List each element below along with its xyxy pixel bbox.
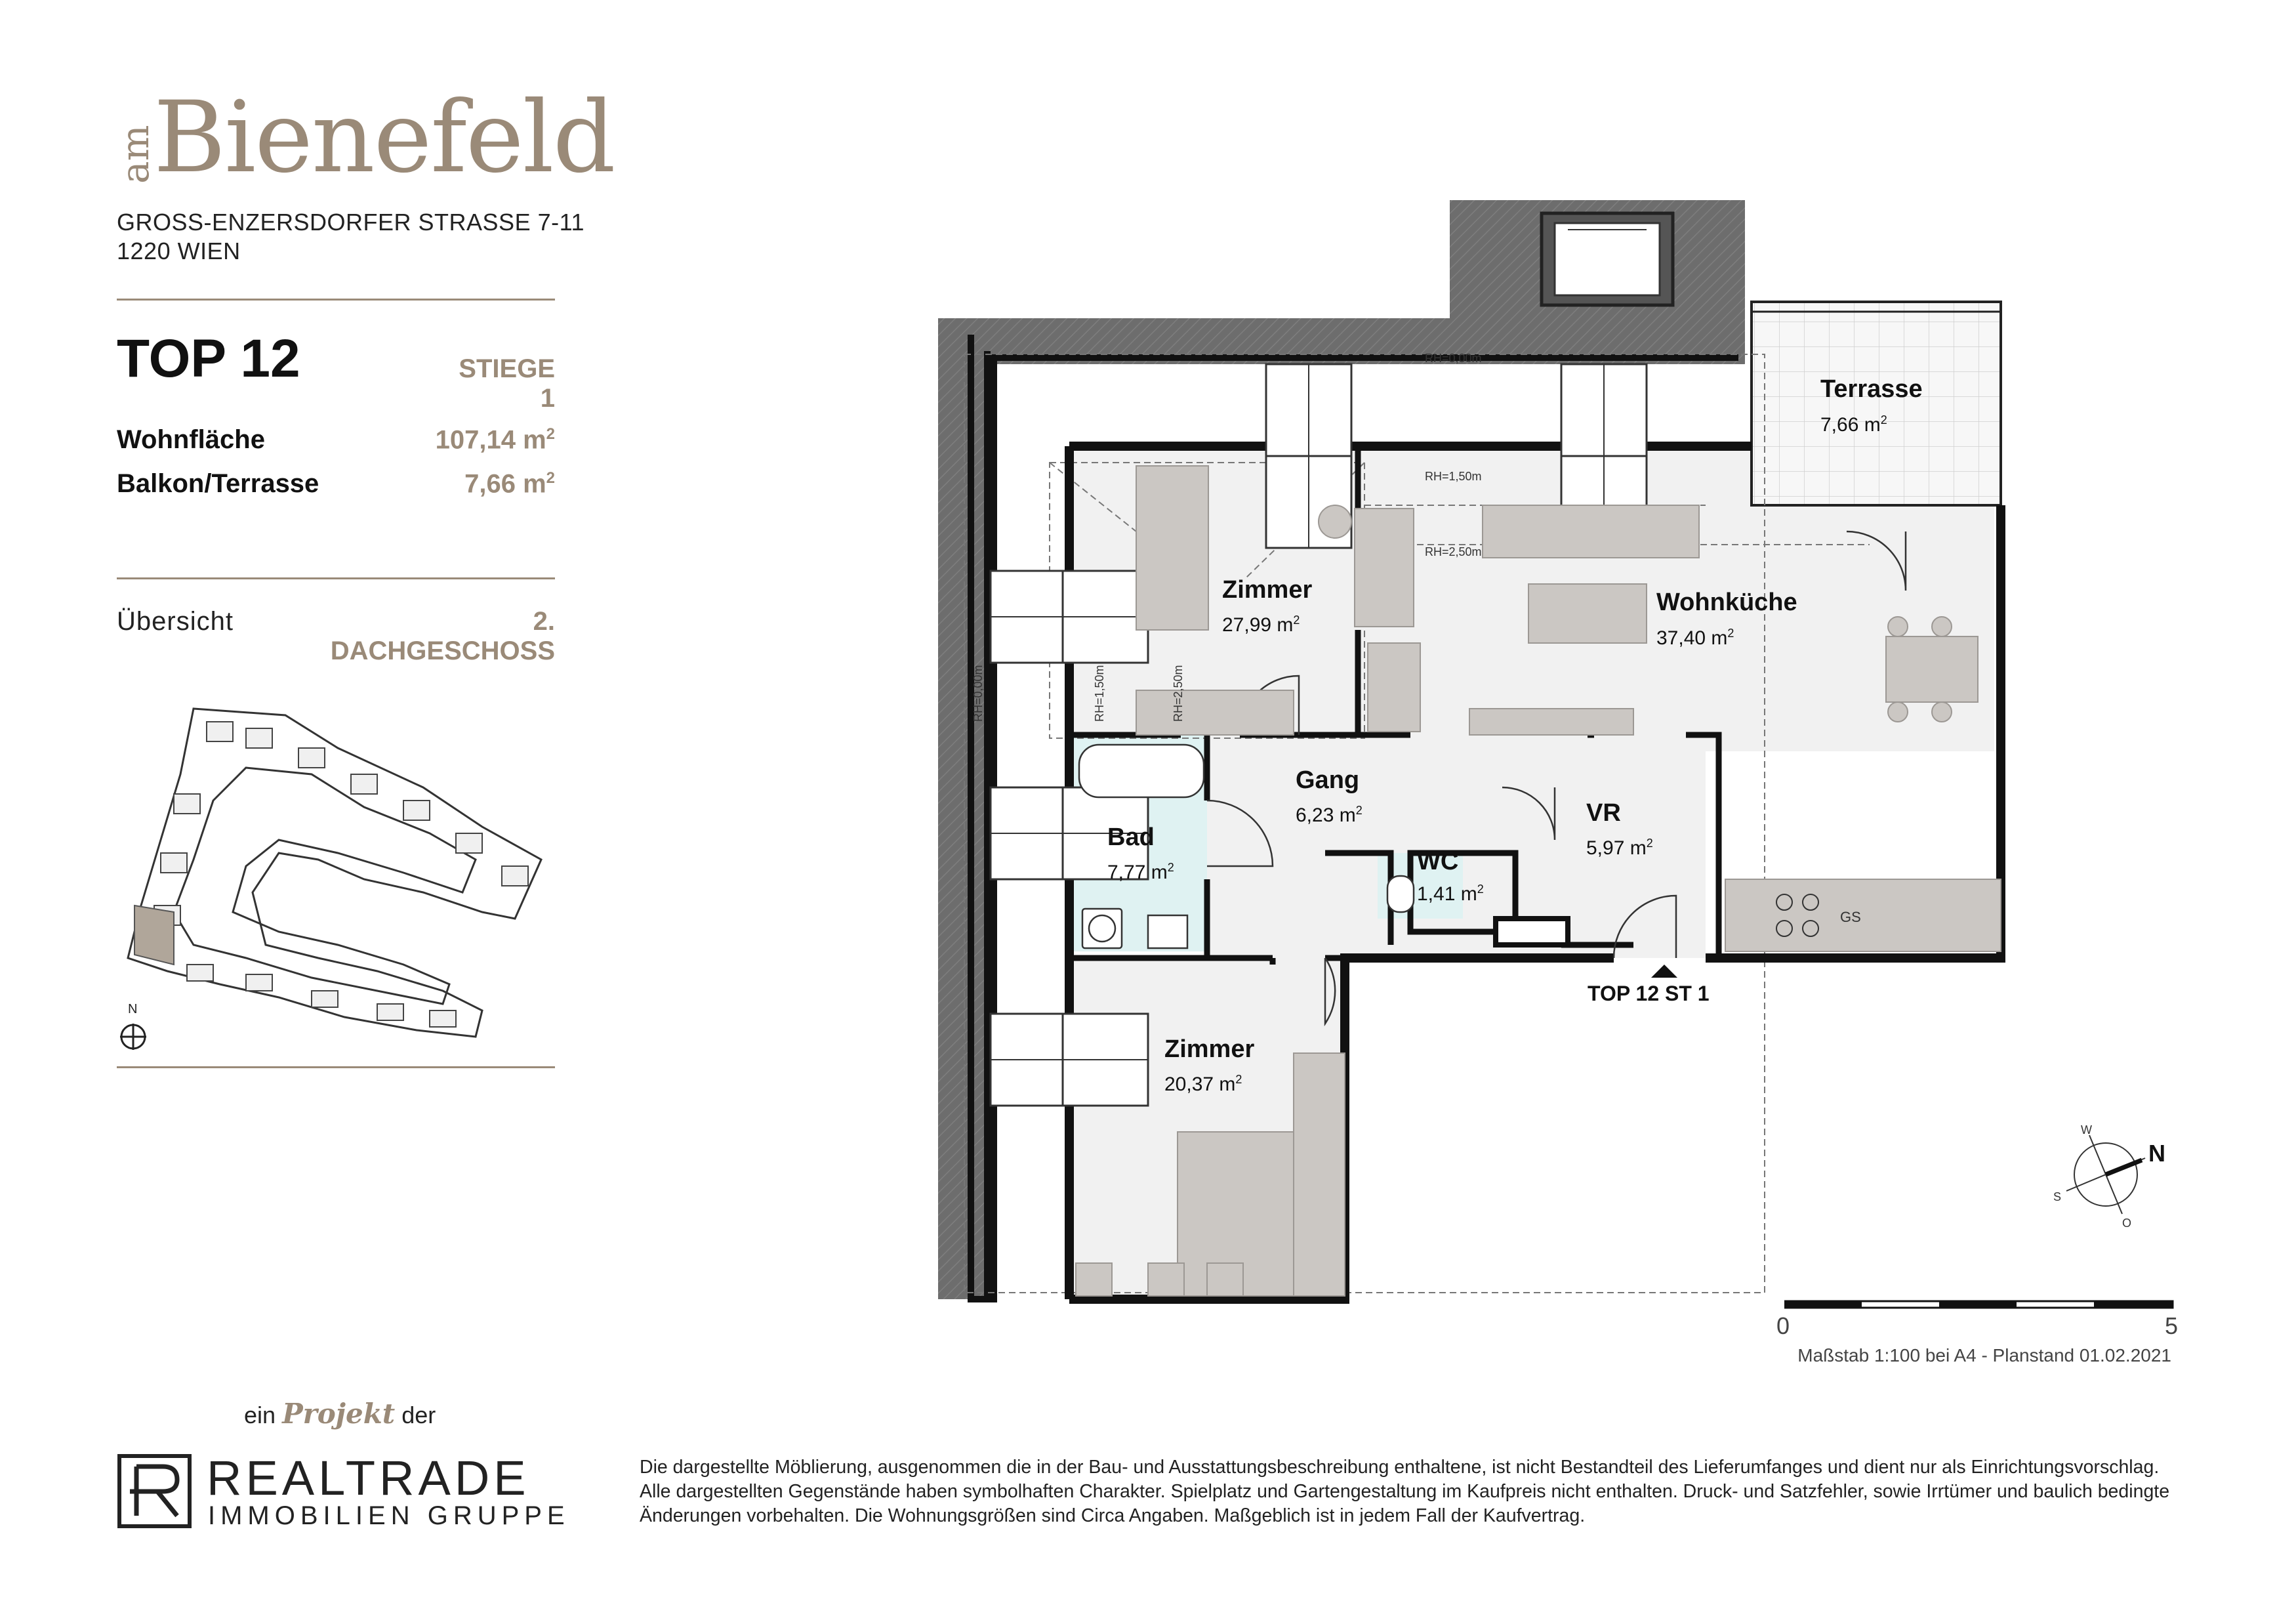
logo-name: Bienefeld <box>154 81 616 195</box>
height-label: RH=1,50m <box>1093 665 1106 722</box>
room-name-vr: VR <box>1586 799 1621 827</box>
stove-label: GS <box>1840 909 1861 925</box>
room-name-zimmer-1: Zimmer <box>1222 576 1313 604</box>
room-name-wc: WC <box>1417 848 1459 875</box>
height-label: RH=1,50m <box>1425 470 1482 483</box>
height-label: RH=0,00m <box>1425 352 1482 365</box>
divider <box>117 1066 555 1068</box>
address-line-1: GROSS-ENZERSDORFER STRASSE 7-11 <box>117 209 584 236</box>
room-area-vr: 5,97 m2 <box>1586 837 1653 859</box>
compass-west: W <box>2081 1123 2092 1136</box>
site-overview-map: N <box>120 707 543 1050</box>
room-name-zimmer-2: Zimmer <box>1164 1035 1255 1063</box>
scale-caption: Maßstab 1:100 bei A4 - Planstand 01.02.2… <box>1797 1345 2171 1365</box>
height-label: RH=2,50m <box>1172 665 1185 722</box>
outdoor-area-label: Balkon/Terrasse <box>117 469 319 498</box>
logo-prefix: am <box>113 125 157 184</box>
scale-bar <box>1784 1300 2174 1309</box>
company-logo-icon <box>117 1454 192 1528</box>
north-label: N <box>128 1002 137 1016</box>
company-subtitle: IMMOBILIEN GRUPPE <box>208 1501 570 1530</box>
company-name: REALTRADE <box>207 1451 530 1505</box>
divider <box>117 577 555 579</box>
floor-label: 2. DACHGESCHOSS <box>330 607 555 665</box>
room-area-gang: 6,23 m2 <box>1296 804 1363 826</box>
unit-title: TOP 12 <box>117 329 300 388</box>
living-area-label: Wohnfläche <box>117 425 265 454</box>
disclaimer-text: Die dargestellte Möblierung, ausgenommen… <box>640 1457 2170 1526</box>
room-area-wohnkueche: 37,40 m2 <box>1656 627 1734 649</box>
address-line-2: 1220 WIEN <box>117 238 241 264</box>
floor-plan: GS TOP 12 ST 1 RH=0,00m RH=1,50m RH=2,50… <box>938 200 2034 1304</box>
compass-south: S <box>2053 1190 2061 1203</box>
room-area-terrasse: 7,66 m2 <box>1820 413 1887 436</box>
compass-north: N <box>2148 1140 2165 1167</box>
height-label: RH=2,50m <box>1425 545 1482 558</box>
compass-icon: N W S O <box>2053 1123 2165 1230</box>
room-area-zimmer-2: 20,37 m2 <box>1164 1073 1242 1095</box>
entrance-arrow <box>1651 965 1677 978</box>
room-area-bad: 7,77 m2 <box>1107 861 1174 883</box>
outdoor-area-value: 7,66 m2 <box>464 469 555 499</box>
compass-east: O <box>2122 1217 2131 1230</box>
scale-end: 5 <box>2165 1312 2179 1339</box>
room-area-zimmer-1: 27,99 m2 <box>1222 614 1300 636</box>
project-tagline: ein Projekt der <box>244 1398 436 1430</box>
room-area-wc: 1,41 m2 <box>1417 883 1484 905</box>
room-name-wohnkueche: Wohnküche <box>1656 589 1797 616</box>
room-name-terrasse: Terrasse <box>1820 375 1923 403</box>
room-name-bad: Bad <box>1107 823 1155 851</box>
entrance-label: TOP 12 ST 1 <box>1588 982 1710 1005</box>
living-area-value: 107,14 m2 <box>435 425 555 455</box>
divider <box>117 299 555 301</box>
room-name-gang: Gang <box>1296 766 1360 794</box>
stair-label: STIEGE 1 <box>459 354 555 413</box>
height-label: RH=0,00m <box>972 665 985 722</box>
scale-start: 0 <box>1776 1312 1790 1339</box>
overview-label: Übersicht <box>117 607 234 636</box>
